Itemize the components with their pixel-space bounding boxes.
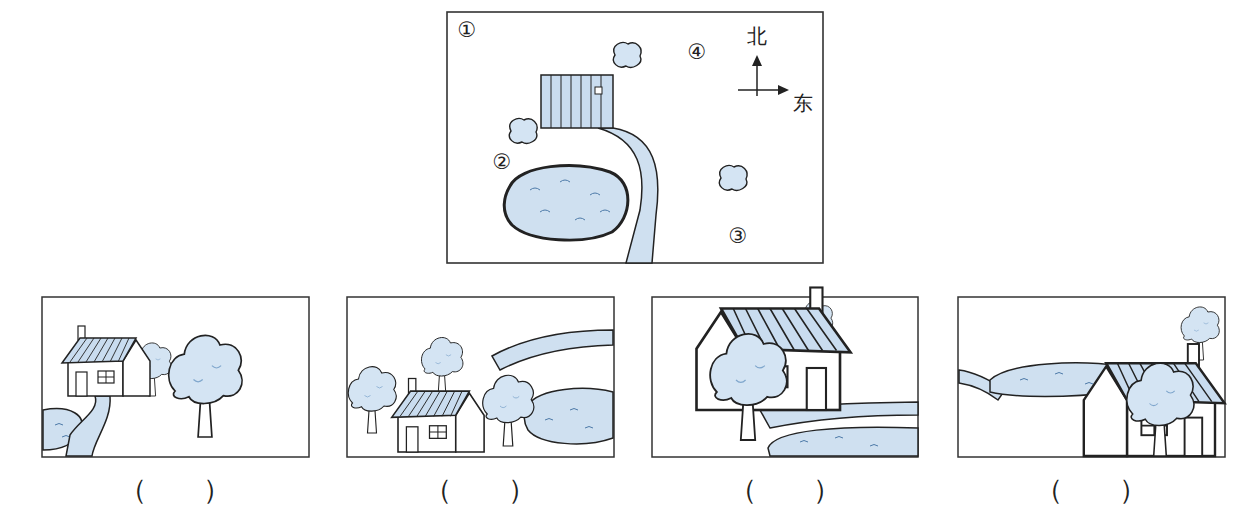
compass-north: 北 [747, 25, 767, 48]
point-number-holder: ③ [729, 224, 748, 248]
answer-blank: （ ） [729, 474, 841, 506]
answer-blank: （ ） [424, 474, 536, 506]
answer-blank: （ ） [1035, 474, 1147, 506]
answer-blank: （ ） [119, 474, 231, 506]
point-number: ② [493, 150, 512, 174]
point-number: ① [458, 18, 477, 42]
answer-blank-holder: （ ） [119, 474, 231, 506]
compass-east-holder: 东 [793, 92, 813, 115]
point-number: ③ [729, 224, 748, 248]
point-number: ④ [688, 40, 707, 64]
point-number-holder: ④ [688, 40, 707, 64]
answer-blank-holder: （ ） [729, 474, 841, 506]
point-number-holder: ② [493, 150, 512, 174]
compass-east: 东 [793, 92, 813, 115]
answer-blank-holder: （ ） [424, 474, 536, 506]
compass-north-holder: 北 [747, 25, 767, 48]
answer-blank-holder: （ ） [1035, 474, 1147, 506]
point-number-holder: ① [458, 18, 477, 42]
